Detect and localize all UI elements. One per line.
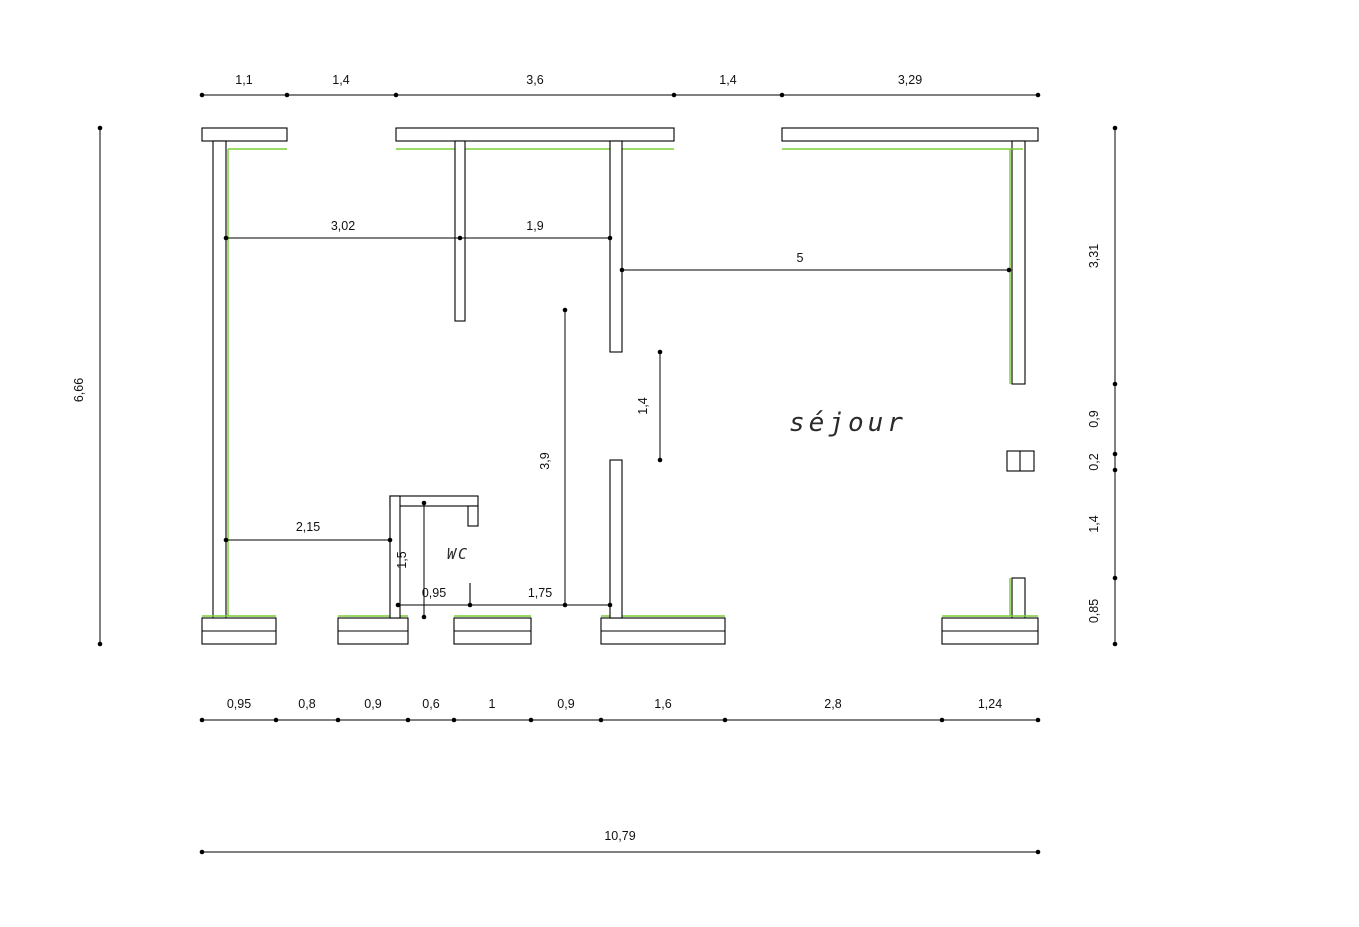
wall-top-segment-1 [201, 127, 288, 142]
wc-wall-stub [467, 505, 479, 527]
room-label-wc: WC [447, 545, 469, 563]
dim-label-bottom-2: 0,9 [364, 697, 381, 711]
wall-top-segment-2 [395, 127, 675, 142]
dim-label-wc-to-sejour-wall: 1,75 [528, 586, 552, 600]
dim-label-top-4: 3,29 [898, 73, 922, 87]
dim-label-left-overall: 6,66 [72, 378, 86, 402]
wc-wall-top [389, 495, 479, 507]
wall-top-segment-3 [781, 127, 1039, 142]
dim-label-wc-depth: 1,5 [395, 551, 409, 568]
dim-label-left-wall-to-wc: 2,15 [296, 520, 320, 534]
dim-label-top-1: 1,4 [332, 73, 349, 87]
dim-label-right-2: 0,2 [1087, 453, 1101, 470]
wall-left [212, 140, 227, 632]
room-label-sejour: séjour [789, 408, 907, 438]
dim-label-right-4: 0,85 [1087, 599, 1101, 623]
partition-wall-vertical-1 [454, 140, 466, 322]
partition-wall-vertical-2-lower [609, 459, 623, 619]
dim-label-top-3: 1,4 [719, 73, 736, 87]
dim-label-left-to-partition: 3,02 [331, 219, 355, 233]
wc-wall-left [389, 495, 401, 619]
dim-label-sejour-width: 5 [797, 251, 804, 265]
dim-label-bottom-5: 0,9 [557, 697, 574, 711]
wall-right-upper [1011, 140, 1026, 385]
dimension-labels: 1,1 1,4 3,6 1,4 3,29 6,66 3,31 0,9 0,2 1… [72, 73, 1101, 843]
dim-label-top-0: 1,1 [235, 73, 252, 87]
dim-label-bottom-7: 2,8 [824, 697, 841, 711]
dim-label-wc-width: 0,95 [422, 586, 446, 600]
dimension-lines [97, 92, 1118, 855]
dim-label-right-1: 0,9 [1087, 410, 1101, 427]
dim-label-bottom-3: 0,6 [422, 697, 439, 711]
dim-label-partition-to-sejour: 1,9 [526, 219, 543, 233]
dim-label-bottom-4: 1 [489, 697, 496, 711]
room-labels: séjour WC [447, 408, 907, 563]
interior-walls [389, 140, 623, 619]
partition-wall-vertical-2-upper [609, 140, 623, 353]
dim-label-bottom-overall: 10,79 [604, 829, 635, 843]
dim-label-sejour-opening: 1,4 [636, 397, 650, 414]
dim-label-top-2: 3,6 [526, 73, 543, 87]
dim-label-bottom-8: 1,24 [978, 697, 1002, 711]
dim-label-bottom-0: 0,95 [227, 697, 251, 711]
dim-label-bottom-6: 1,6 [654, 697, 671, 711]
dim-label-right-3: 1,4 [1087, 515, 1101, 532]
dim-label-right-0: 3,31 [1087, 244, 1101, 268]
dim-label-bottom-1: 0,8 [298, 697, 315, 711]
exterior-walls [201, 127, 1039, 645]
dim-label-hall-depth: 3,9 [538, 452, 552, 469]
